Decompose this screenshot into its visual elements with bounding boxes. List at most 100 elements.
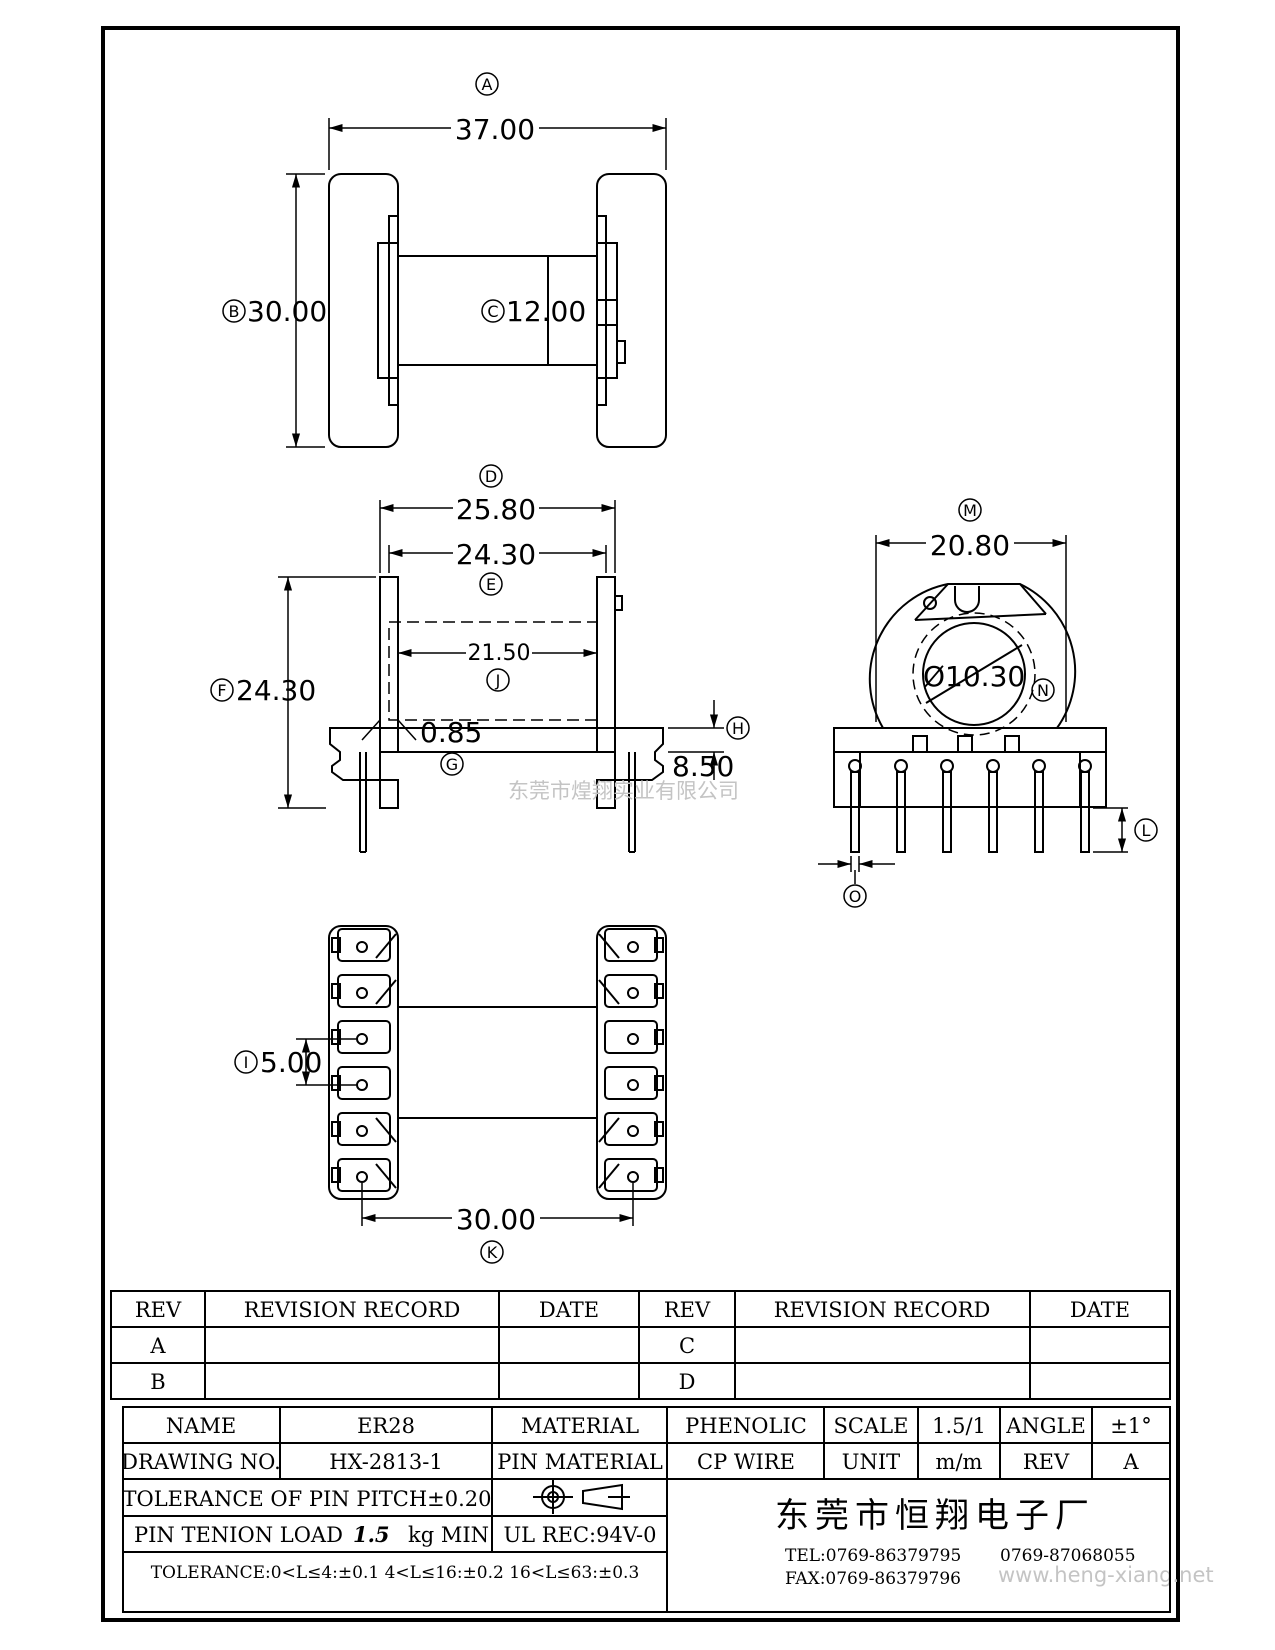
callout-c: C — [487, 302, 498, 321]
general-tolerance: TOLERANCE:0<L≤4:±0.1 4<L≤16:±0.2 16<L≤63… — [151, 1563, 640, 1583]
dim-n-bore: Ø10.30 — [923, 660, 1025, 693]
core-hidden-circle — [912, 612, 1036, 736]
scale-label: SCALE — [834, 1414, 909, 1438]
callout-a: A — [482, 75, 493, 94]
dim-d-width: 25.80 — [456, 493, 536, 526]
dim-k-span: 30.00 — [456, 1203, 536, 1236]
left-flange — [328, 173, 399, 448]
revision-table — [110, 1290, 1171, 1400]
watermark-url: www.heng-xiang.net — [998, 1563, 1214, 1587]
end-flange-outline — [868, 583, 1077, 729]
base-platform — [329, 727, 664, 781]
company-name: 东莞市恒翔电子厂 — [775, 1496, 1095, 1536]
date-header-right: DATE — [1070, 1298, 1130, 1322]
callout-circle-f — [210, 678, 234, 702]
pin-load-value: 1.5 — [353, 1522, 390, 1547]
rev-header-left: REV — [135, 1298, 182, 1322]
callout-circle-n — [1031, 678, 1055, 702]
callout-e: E — [486, 575, 496, 594]
callout-l: L — [1142, 821, 1151, 840]
side-view-dims — [278, 500, 724, 809]
right-step — [596, 242, 618, 379]
callout-m: M — [963, 501, 977, 520]
dim-c-core: 12.00 — [506, 295, 586, 328]
pin-pitch-tolerance: TOLERANCE OF PIN PITCH±0.20 — [122, 1487, 491, 1511]
left-step — [377, 242, 399, 379]
company-fax: FAX:0769-86379796 — [785, 1569, 961, 1589]
dim-j-inner: 21.50 — [468, 641, 531, 666]
callout-circle-a — [475, 72, 499, 96]
revision-record-header-left: REVISION RECORD — [244, 1298, 461, 1322]
right-tab — [596, 215, 607, 406]
scale-value: 1.5/1 — [932, 1414, 986, 1438]
callout-h: H — [732, 719, 744, 738]
callout-o: O — [849, 887, 862, 906]
top-view — [328, 173, 667, 448]
side-view — [329, 576, 664, 853]
callout-circle-m — [958, 498, 982, 522]
right-flange — [596, 173, 667, 448]
bottom-left-flange — [328, 925, 399, 1200]
dim-a-width: 37.00 — [455, 113, 535, 146]
rev-value: A — [1122, 1450, 1139, 1474]
callout-b: B — [229, 302, 240, 321]
projection-symbol — [533, 1480, 630, 1514]
dim-i-pitch: 5.00 — [260, 1046, 322, 1079]
rev-label: REV — [1023, 1450, 1070, 1474]
right-nub — [616, 340, 626, 364]
bottom-right-flange — [596, 925, 667, 1200]
callout-circle-i — [234, 1050, 258, 1074]
watermark-center: 东莞市煌翔实业有限公司 — [508, 779, 739, 803]
right-wall — [596, 576, 616, 753]
callout-circle-l — [1134, 818, 1158, 842]
dim-e-width: 24.30 — [456, 538, 536, 571]
callout-circle-e — [479, 572, 503, 596]
rev-header-right: REV — [664, 1298, 711, 1322]
callout-circle-k — [480, 1240, 504, 1264]
revision-record-header-right: REVISION RECORD — [774, 1298, 991, 1322]
end-view — [833, 583, 1107, 853]
bottom-view — [328, 925, 667, 1200]
dim-h-base: 8.50 — [672, 750, 734, 783]
core-bore — [922, 622, 1026, 726]
company-tel-2: 0769-87068055 — [1000, 1546, 1136, 1566]
material-label: MATERIAL — [521, 1414, 639, 1438]
left-tab — [388, 215, 399, 406]
top-view-dims — [286, 118, 667, 448]
callout-circle-d — [479, 464, 503, 488]
callout-j: J — [495, 671, 501, 690]
pin-material-label: PIN MATERIAL — [497, 1450, 663, 1474]
rev-c: C — [679, 1334, 695, 1358]
angle-value: ±1° — [1110, 1414, 1151, 1438]
callout-k: K — [487, 1243, 498, 1262]
title-block — [122, 1406, 1171, 1613]
callout-g: G — [446, 755, 458, 774]
angle-label: ANGLE — [1005, 1414, 1086, 1438]
callout-circle-g — [440, 752, 464, 776]
callout-d: D — [485, 467, 497, 486]
unit-value: m/m — [936, 1450, 983, 1474]
dim-f-height: 24.30 — [236, 674, 316, 707]
ul-rec: UL REC:94V-0 — [503, 1523, 656, 1547]
material-value: PHENOLIC — [685, 1414, 807, 1438]
callout-n: N — [1037, 681, 1049, 700]
part-name: ER28 — [357, 1414, 415, 1438]
pin-material-value: CP WIRE — [697, 1450, 795, 1474]
pin-load-label: PIN TENION LOAD — [134, 1523, 343, 1547]
rev-d: D — [679, 1370, 696, 1394]
end-hole — [923, 596, 937, 610]
date-header-left: DATE — [539, 1298, 599, 1322]
callout-circle-c — [481, 299, 505, 323]
callout-circle-b — [222, 299, 246, 323]
company-tel-1: TEL:0769-86379795 — [785, 1546, 961, 1566]
dim-b-height: 30.00 — [247, 295, 327, 328]
core-hidden-outline — [388, 621, 598, 721]
dim-g-wall: 0.85 — [420, 716, 482, 749]
drawing-no-label: DRAWING NO. — [121, 1450, 281, 1474]
end-notch — [954, 586, 980, 613]
end-pin-base — [833, 727, 1107, 808]
callout-f: F — [217, 681, 226, 700]
dim-m-width: 20.80 — [930, 529, 1010, 562]
unit-label: UNIT — [842, 1450, 900, 1474]
